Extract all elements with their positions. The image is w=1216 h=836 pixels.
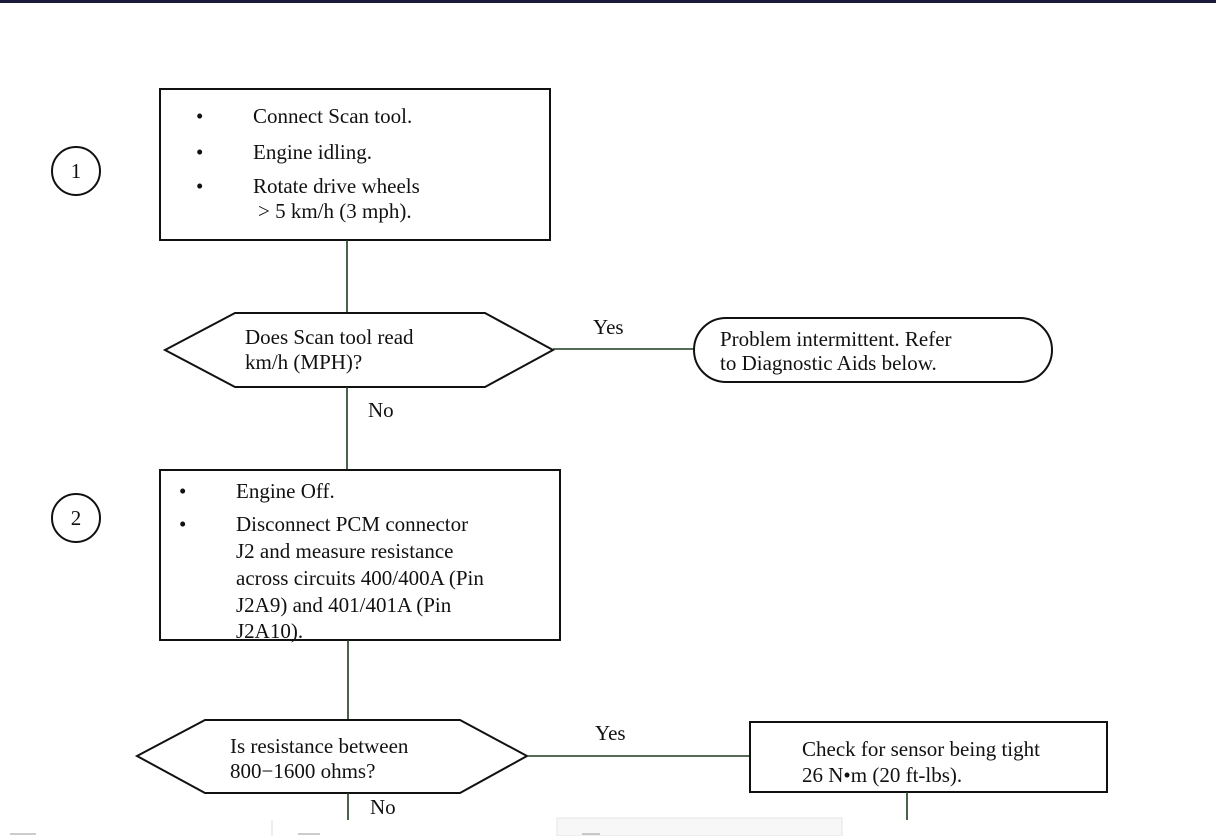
step-1-line: Connect Scan tool.: [253, 104, 412, 128]
decision-2-line: 800−1600 ohms?: [230, 759, 375, 783]
step-1-line: > 5 km/h (3 mph).: [258, 199, 412, 223]
step-2-line: J2A10).: [236, 619, 303, 643]
outcome-1-line: to Diagnostic Aids below.: [720, 351, 937, 375]
decision-2-line: Is resistance between: [230, 734, 409, 758]
outcome-1-line: Problem intermittent. Refer: [720, 327, 952, 351]
decision-1-yes-label: Yes: [593, 315, 624, 339]
decision-2-no-label: No: [370, 795, 396, 819]
bullet: •: [179, 512, 186, 536]
step-1-circle: [51, 146, 101, 196]
decision-1-line: km/h (MPH)?: [245, 350, 362, 374]
step-2-box: [159, 469, 561, 641]
decision-1-no-label: No: [368, 398, 394, 422]
step-1-line: Engine idling.: [253, 140, 372, 164]
top-border: [0, 0, 1216, 3]
step-1-number: 1: [71, 159, 82, 183]
outcome-2-line: Check for sensor being tight: [802, 737, 1040, 761]
step-2-number: 2: [71, 506, 82, 530]
step-2-line: J2 and measure resistance: [236, 539, 454, 563]
bullet: •: [196, 104, 203, 128]
bullet: •: [196, 174, 203, 198]
step-1-box: [159, 88, 551, 241]
outcome-2-box: [749, 721, 1108, 793]
decision-1-diamond: [162, 312, 556, 388]
bullet: •: [196, 140, 203, 164]
decision-1-line: Does Scan tool read: [245, 325, 414, 349]
outcome-2-line: 26 N•m (20 ft-lbs).: [802, 763, 962, 787]
bullet: •: [179, 479, 186, 503]
decision-2-yes-label: Yes: [595, 721, 626, 745]
step-2-line: across circuits 400/400A (Pin: [236, 566, 484, 590]
step-2-line: Disconnect PCM connector: [236, 512, 468, 536]
step-2-circle: [51, 493, 101, 543]
outcome-1-oval: [693, 317, 1053, 383]
step-2-line: Engine Off.: [236, 479, 335, 503]
step-2-line: J2A9) and 401/401A (Pin: [236, 593, 452, 617]
faint-region: [556, 817, 843, 836]
step-1-line: Rotate drive wheels: [253, 174, 420, 198]
